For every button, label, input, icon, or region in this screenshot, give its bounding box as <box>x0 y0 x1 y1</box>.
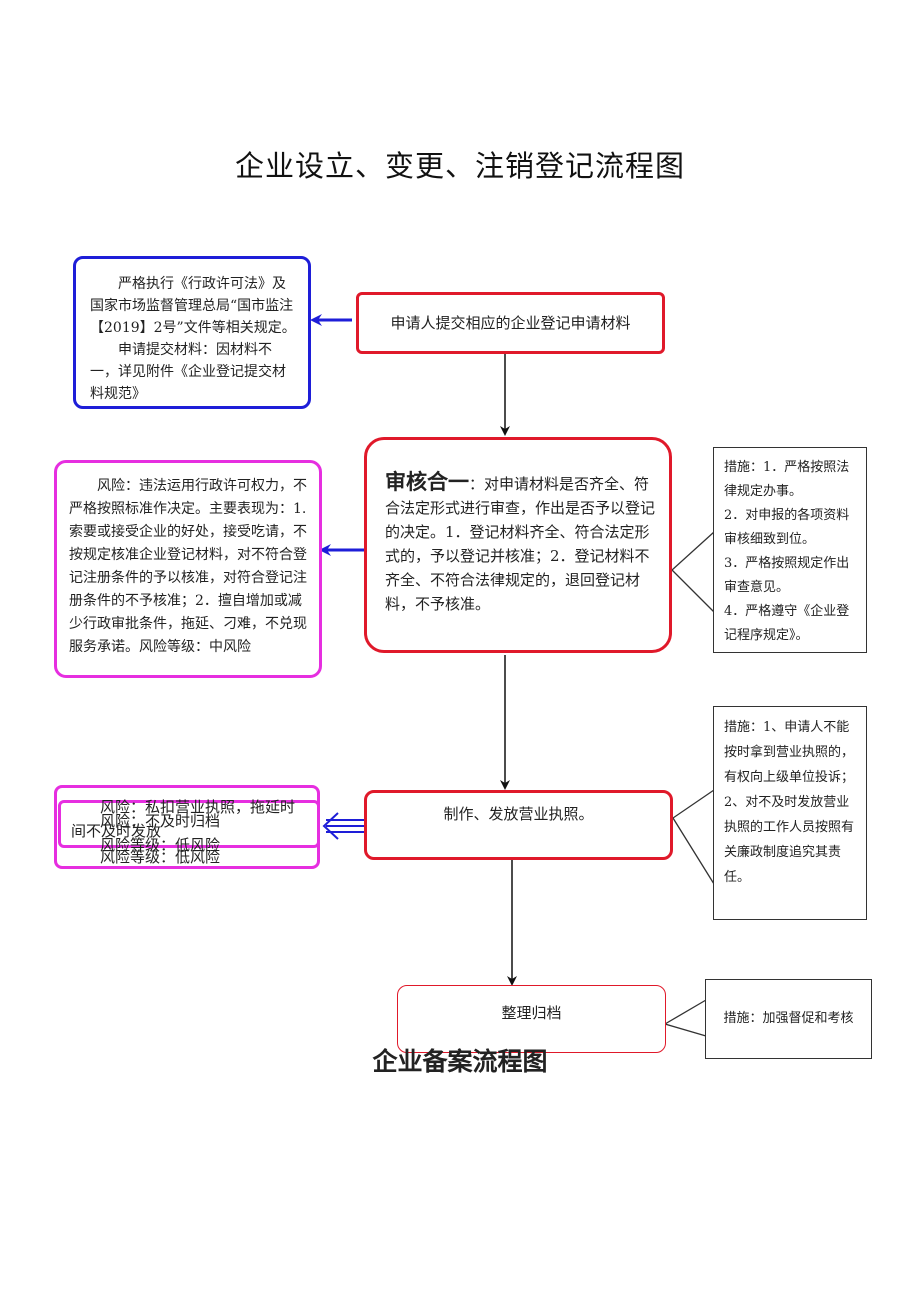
risk-license-line-b2: 风险等级：低风险 <box>100 848 221 866</box>
step-submit-label: 申请人提交相应的企业登记申请材料 <box>390 314 631 332</box>
step-review-text: ：对申请材料是否齐全、符合法定形式进行审查，作出是否予以登记的决定。1．登记材料… <box>385 475 656 613</box>
measure-archive-text: 措施：加强督促和考核 <box>723 1011 854 1026</box>
measure-review-1: 措施：1．严格按照法律规定办事。 <box>724 460 850 499</box>
measures-license-note: 措施：1、申请人不能按时拿到营业执照的，有权向上级单位投诉； 2、对不及时发放营… <box>713 706 867 920</box>
measure-review-4: 4．严格遵守《企业登记程序规定》。 <box>724 604 850 643</box>
arrow-to-risk-license <box>322 812 398 840</box>
risk-license-line-a1: 风险：私扣营业执照，拖延时 <box>100 798 296 816</box>
measure-license-2: 2、对不及时发放营业执照的工作人员按照有关廉政制度追究其责任。 <box>724 795 855 885</box>
step-archive-box: 整理归档 <box>397 985 666 1053</box>
legal-basis-text: 严格执行《行政许可法》及国家市场监督管理总局“国市监注【2019】2号”文件等相… <box>90 276 296 336</box>
step-archive-label: 整理归档 <box>501 1004 562 1022</box>
step-review-lead: 审核合一 <box>385 470 469 494</box>
legal-basis-box: 严格执行《行政许可法》及国家市场监督管理总局“国市监注【2019】2号”文件等相… <box>73 256 311 409</box>
callout-tail-license <box>672 789 715 885</box>
callout-tail-archive <box>663 999 707 1037</box>
measures-archive-note: 措施：加强督促和考核 <box>705 979 872 1059</box>
step-submit-box: 申请人提交相应的企业登记申请材料 <box>356 292 665 354</box>
callout-tail-review <box>671 531 715 613</box>
risk-license-group: 风险：私扣营业执照，拖延时 间不及时发放 风险等级：低风险 风险：不及时归档 风… <box>54 785 320 869</box>
measure-license-1: 措施：1、申请人不能按时拿到营业执照的，有权向上级单位投诉； <box>724 720 855 785</box>
risk-license-line-a2: 间不及时发放 <box>71 822 162 840</box>
measure-review-3: 3．严格按照规定作出审查意见。 <box>724 556 850 595</box>
risk-license-line-b1: 风险：不及时归档 <box>100 812 221 830</box>
risk-review-box: 风险：违法运用行政许可权力，不严格按照标准作决定。主要表现为：1.索要或接受企业… <box>54 460 322 678</box>
risk-review-text: 风险：违法运用行政许可权力，不严格按照标准作决定。主要表现为：1.索要或接受企业… <box>69 478 307 655</box>
step-license-label: 制作、发放营业执照。 <box>443 805 594 823</box>
second-diagram-title: 企业备案流程图 <box>372 1047 548 1076</box>
measures-review-note: 措施：1．严格按照法律规定办事。 2．对申报的各项资料审核细致到位。 3．严格按… <box>713 447 867 653</box>
risk-license-line-a3: 风险等级：低风险 <box>100 836 221 854</box>
materials-note-text: 申请提交材料：因材料不一，详见附件《企业登记提交材料规范》 <box>90 342 286 402</box>
measure-review-2: 2．对申报的各项资料审核细致到位。 <box>724 508 850 547</box>
page-title: 企业设立、变更、注销登记流程图 <box>234 149 685 183</box>
step-review-box: 审核合一：对申请材料是否齐全、符合法定形式进行审查，作出是否予以登记的决定。1．… <box>364 437 672 653</box>
step-license-box: 制作、发放营业执照。 <box>364 790 673 860</box>
risk-license-frame-inner <box>58 800 320 848</box>
